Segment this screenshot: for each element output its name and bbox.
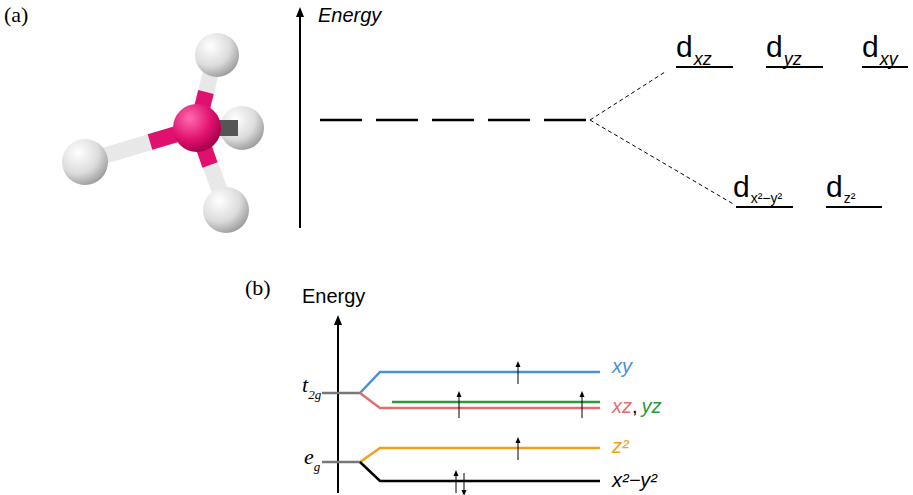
orbital-subscript: xy [880,50,898,68]
level-label: t [302,374,308,396]
orbital-label: x²−y² [612,470,657,490]
orbital-symbol: d [676,32,693,62]
orbital-label: xy [612,356,632,376]
axis-label: Energy [302,286,365,306]
panel-label: (b) [245,277,271,299]
panel-label: (a) [4,4,28,26]
level-subscript: 2g [308,388,321,401]
orbital-subscript: yz [784,50,802,68]
splitting-diagram-b [322,320,600,493]
orbital-symbol: d [862,32,879,62]
separator: , [632,396,638,416]
orbital-symbol: d [826,172,843,202]
level-subscript: g [314,460,321,473]
splitting-diagram-a [300,12,908,228]
orbital-symbol: d [733,172,750,202]
orbital-symbol: d [766,32,783,62]
level-label: e [304,446,314,468]
orbital-subscript: z² [844,191,856,205]
tetrahedral-molecule [62,33,264,233]
orbital-subscript: x²−y² [751,191,783,205]
orbital-label: xz [612,396,632,416]
axis-label: Energy [318,5,381,25]
orbital-label: z² [612,436,629,456]
orbital-subscript: xz [694,50,712,68]
orbital-label: yz [642,396,662,416]
